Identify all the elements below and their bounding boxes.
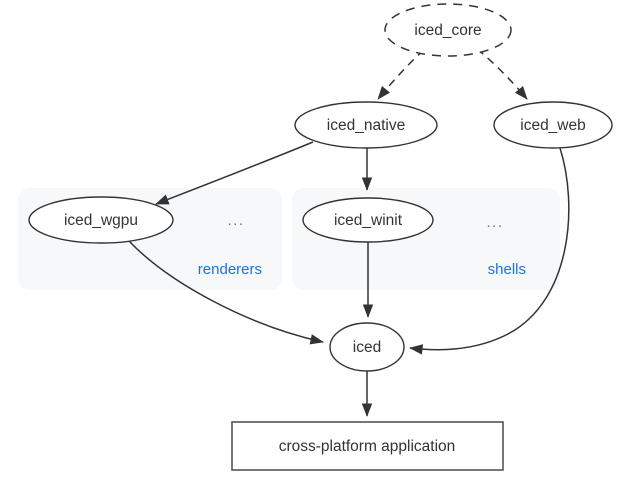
node-iced-native-shape[interactable] [294, 101, 438, 149]
node-iced-winit-shape[interactable] [302, 197, 434, 243]
node-cross-platform-application-shape[interactable] [231, 421, 504, 471]
node-iced-wgpu-shape[interactable] [28, 196, 174, 244]
node-iced-wgpu-label: iced_wgpu [64, 212, 138, 229]
cluster-renderers-label: renderers [198, 261, 262, 278]
node-iced-native[interactable]: iced_native [294, 101, 438, 149]
node-iced-native-label: iced_native [327, 117, 405, 134]
node-iced-winit[interactable]: iced_winit [302, 197, 434, 243]
node-iced-wgpu[interactable]: iced_wgpu [28, 196, 174, 244]
node-iced-core-shape[interactable] [384, 3, 512, 57]
edge-iced-web-to-iced [409, 147, 570, 355]
node-iced-web[interactable]: iced_web [493, 101, 613, 149]
node-cross-platform-application[interactable]: cross-platform application [231, 421, 504, 471]
edge-iced-core-to-iced-web [476, 48, 528, 100]
edge-iced-core-to-iced-native [377, 49, 425, 100]
edge-iced-wgpu-to-iced [128, 240, 324, 345]
node-iced-core-label: iced_core [414, 22, 481, 39]
cluster-shells-label: shells [488, 261, 526, 278]
node-iced-label: iced [353, 339, 381, 356]
node-iced-web-label: iced_web [520, 117, 586, 134]
cluster-shells-ellipsis: ... [486, 214, 503, 231]
node-iced[interactable]: iced [329, 322, 405, 372]
edge-iced-native-to-iced-wgpu [155, 141, 314, 205]
cluster-renderers-ellipsis: ... [227, 212, 244, 229]
node-cross-platform-application-label: cross-platform application [279, 438, 456, 455]
node-iced-shape[interactable] [329, 322, 405, 372]
node-iced-winit-label: iced_winit [334, 212, 403, 229]
node-iced-web-shape[interactable] [493, 101, 613, 149]
node-iced-core[interactable]: iced_core [384, 3, 512, 57]
